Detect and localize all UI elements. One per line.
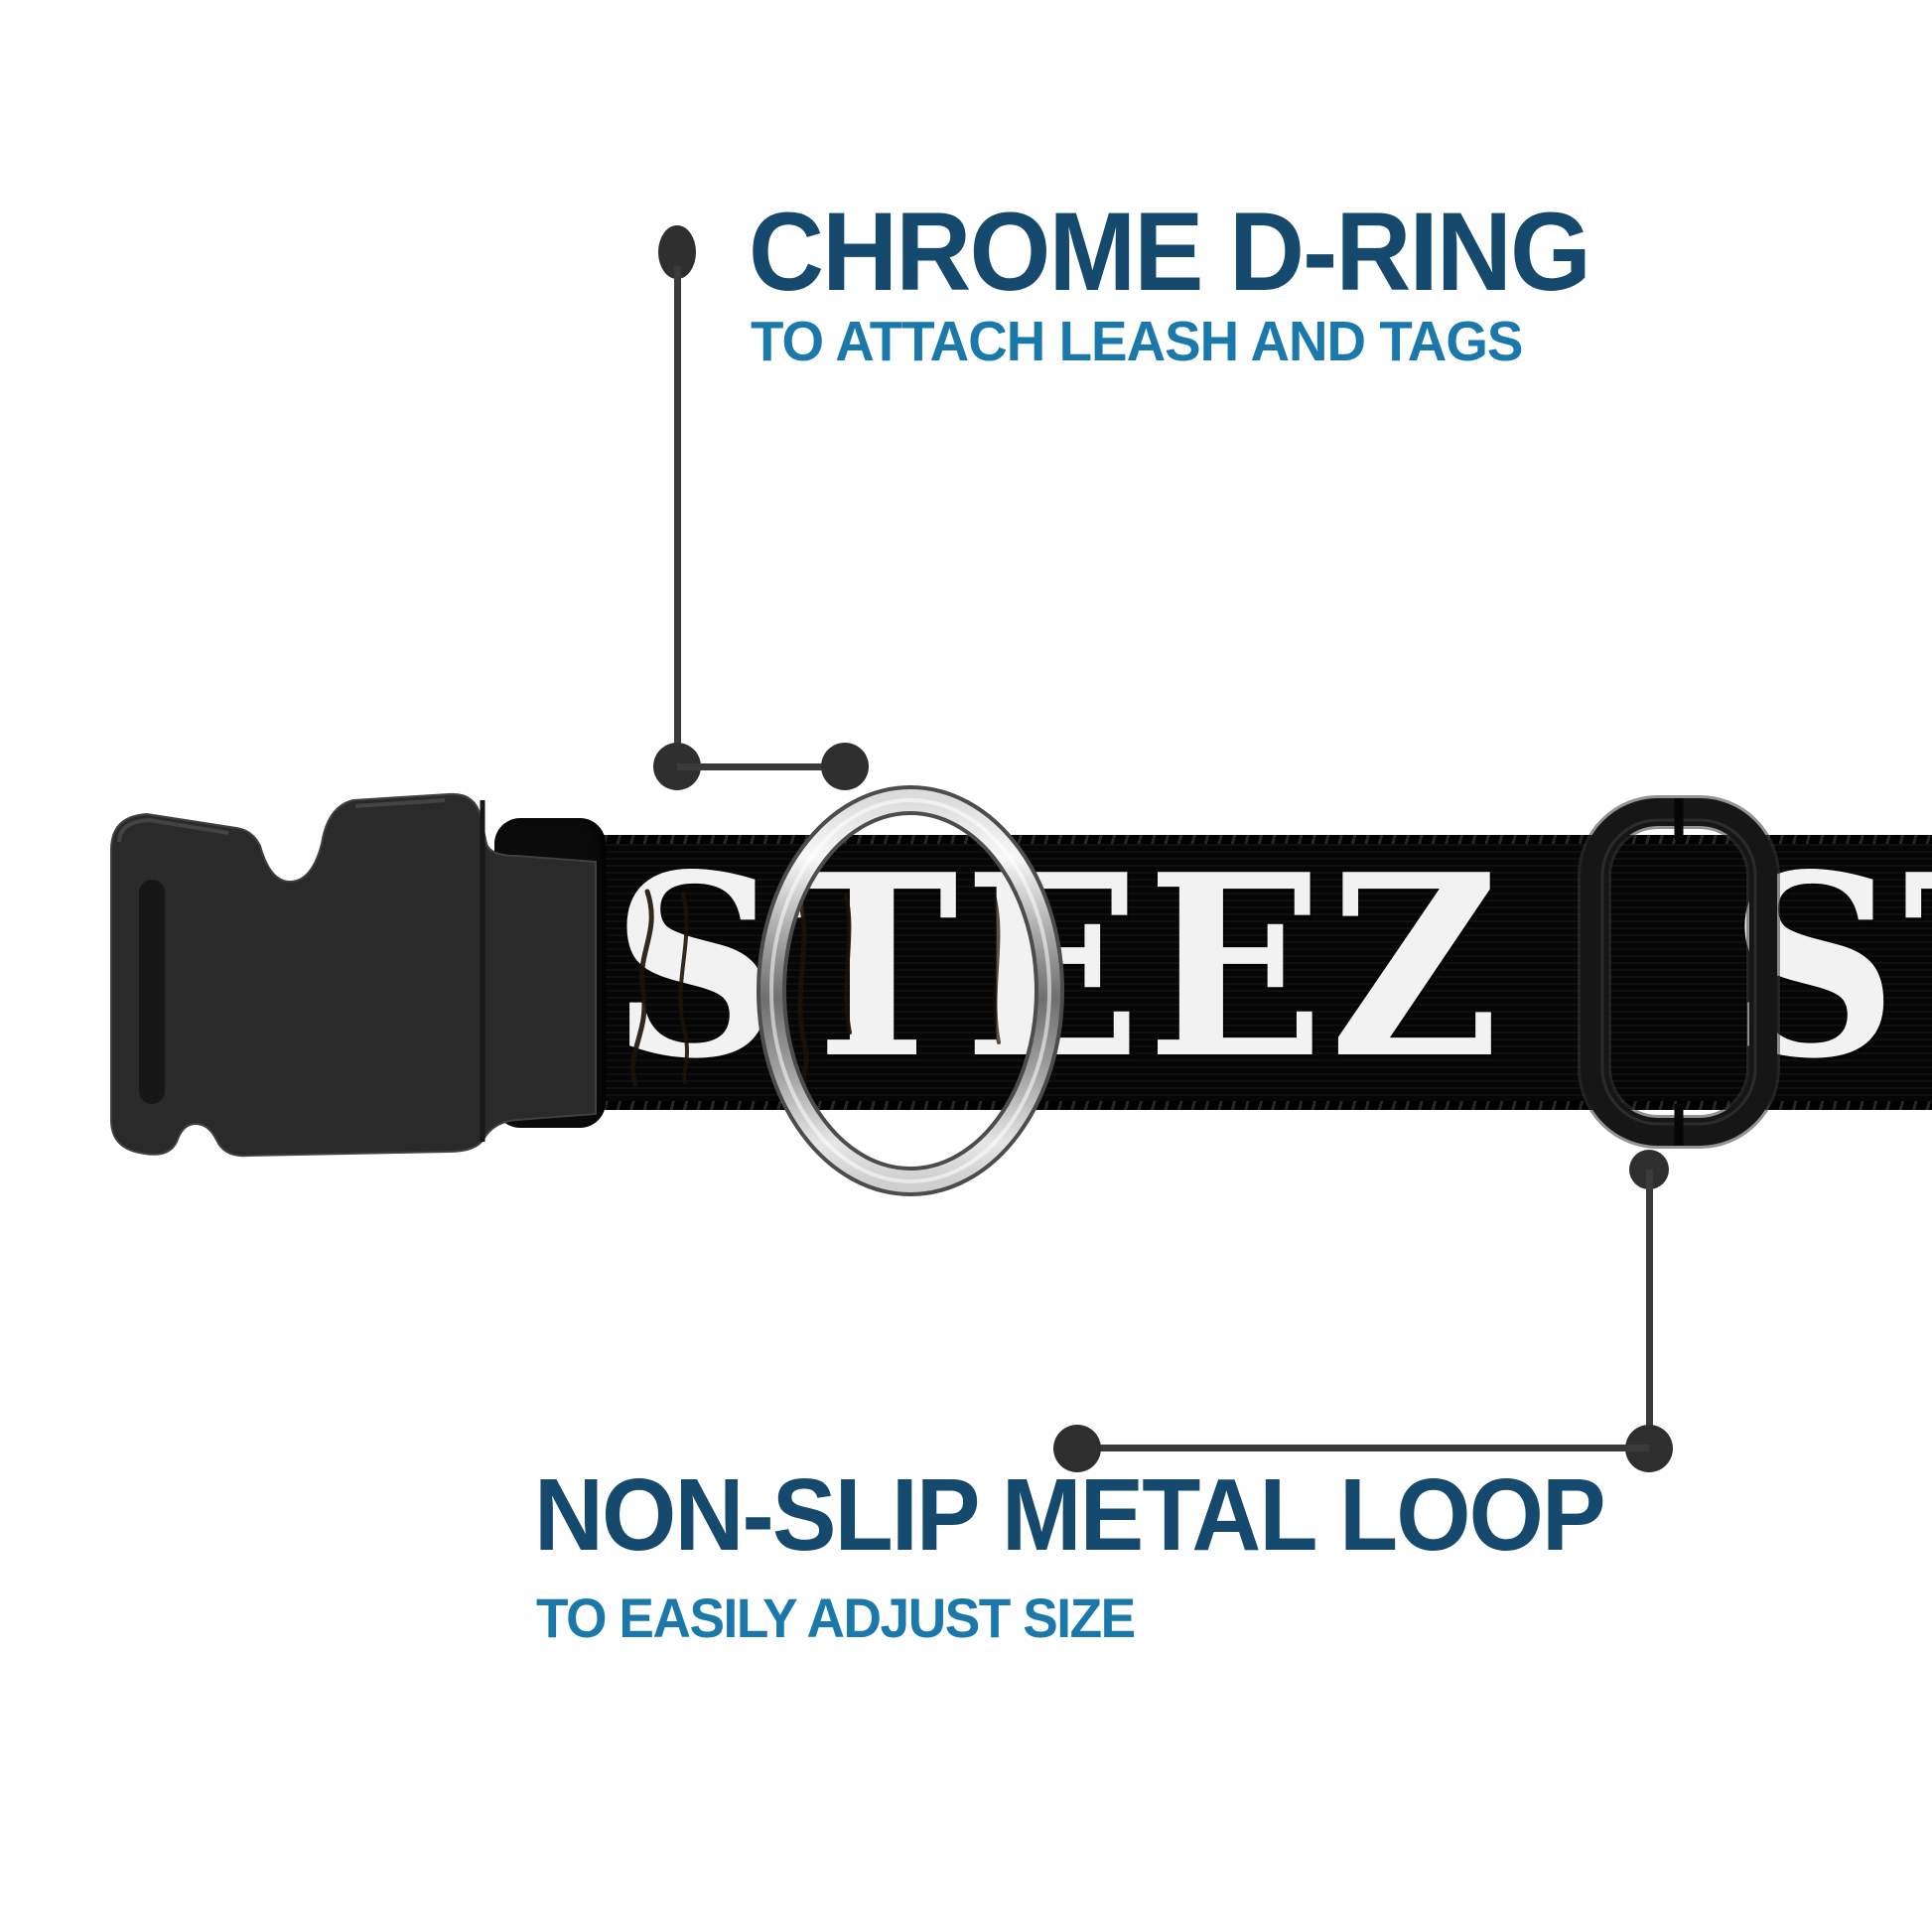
webbing-fold (494, 818, 606, 1128)
strap-braided-edge-bottom (501, 1101, 1932, 1110)
top-callout-horizontal-line (677, 763, 845, 770)
bottom-callout-title: NON-SLIP METAL LOOP (534, 1457, 1606, 1572)
buckle-slot (139, 880, 165, 1104)
bottom-callout-vertical-line (1646, 1170, 1653, 1449)
top-callout-pointer-dot (821, 743, 869, 790)
bottom-callout-horizontal-line (1077, 1445, 1649, 1451)
bottom-callout-pointer-dot (1053, 1425, 1101, 1472)
top-callout-title: CHROME D-RING (749, 190, 1591, 314)
bottom-callout-subtitle: TO EASILY ADJUST SIZE (536, 1587, 1136, 1649)
top-callout-subtitle: TO ATTACH LEASH AND TAGS (751, 310, 1523, 373)
collar-print-text-repeat: STEEZ (1729, 820, 1932, 1114)
collar-print-text: STEEZ (612, 820, 1505, 1114)
top-callout-vertical-line (674, 266, 681, 766)
strap-braided-edge-top (501, 835, 1932, 844)
